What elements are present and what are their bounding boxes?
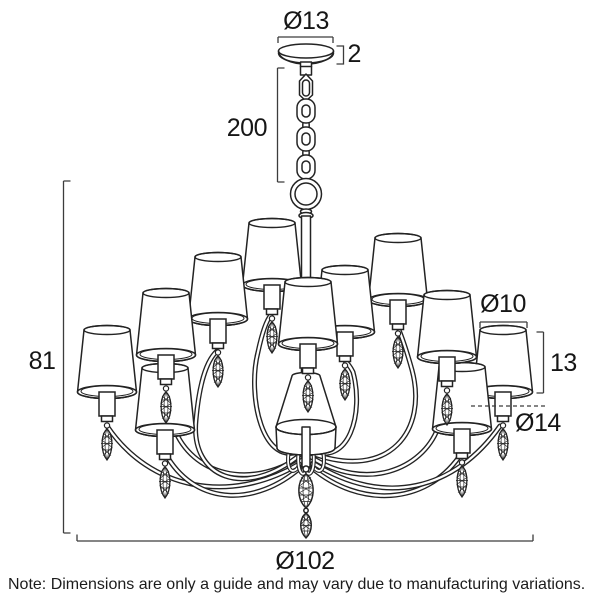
chain [296, 61, 316, 180]
lamp-upper-left [187, 251, 249, 388]
dim-canopy-height-label: 2 [348, 40, 361, 68]
dim-shade-bottom-diameter-label: Ø14 [515, 409, 561, 437]
dim-shade-height: 13 [536, 331, 577, 394]
finial-crystals [298, 465, 314, 539]
disclaimer-note: Note: Dimensions are only a guide and ma… [8, 576, 585, 593]
dim-chain-length-label: 200 [227, 114, 267, 142]
hanging-ring [289, 177, 323, 220]
dim-canopy-diameter: Ø13 [277, 7, 334, 43]
dim-canopy-height: 2 [336, 40, 361, 68]
ceiling-canopy [277, 43, 335, 65]
dim-fixture-diameter: Ø102 [76, 534, 534, 575]
dim-chain-length: 200 [227, 67, 285, 183]
dim-shade-height-label: 13 [550, 349, 577, 377]
dim-fixture-diameter-label: Ø102 [275, 547, 334, 575]
dim-fixture-height-label: 81 [29, 347, 56, 375]
dim-fixture-height: 81 [29, 180, 71, 534]
dim-shade-top-diameter-label: Ø10 [480, 290, 526, 318]
dim-shade-top-diameter: Ø10 [479, 290, 528, 328]
lamp-lower-far-left [76, 324, 138, 461]
dim-shade-bottom-diameter: Ø14 [471, 405, 562, 437]
dim-canopy-diameter-label: Ø13 [283, 7, 329, 35]
